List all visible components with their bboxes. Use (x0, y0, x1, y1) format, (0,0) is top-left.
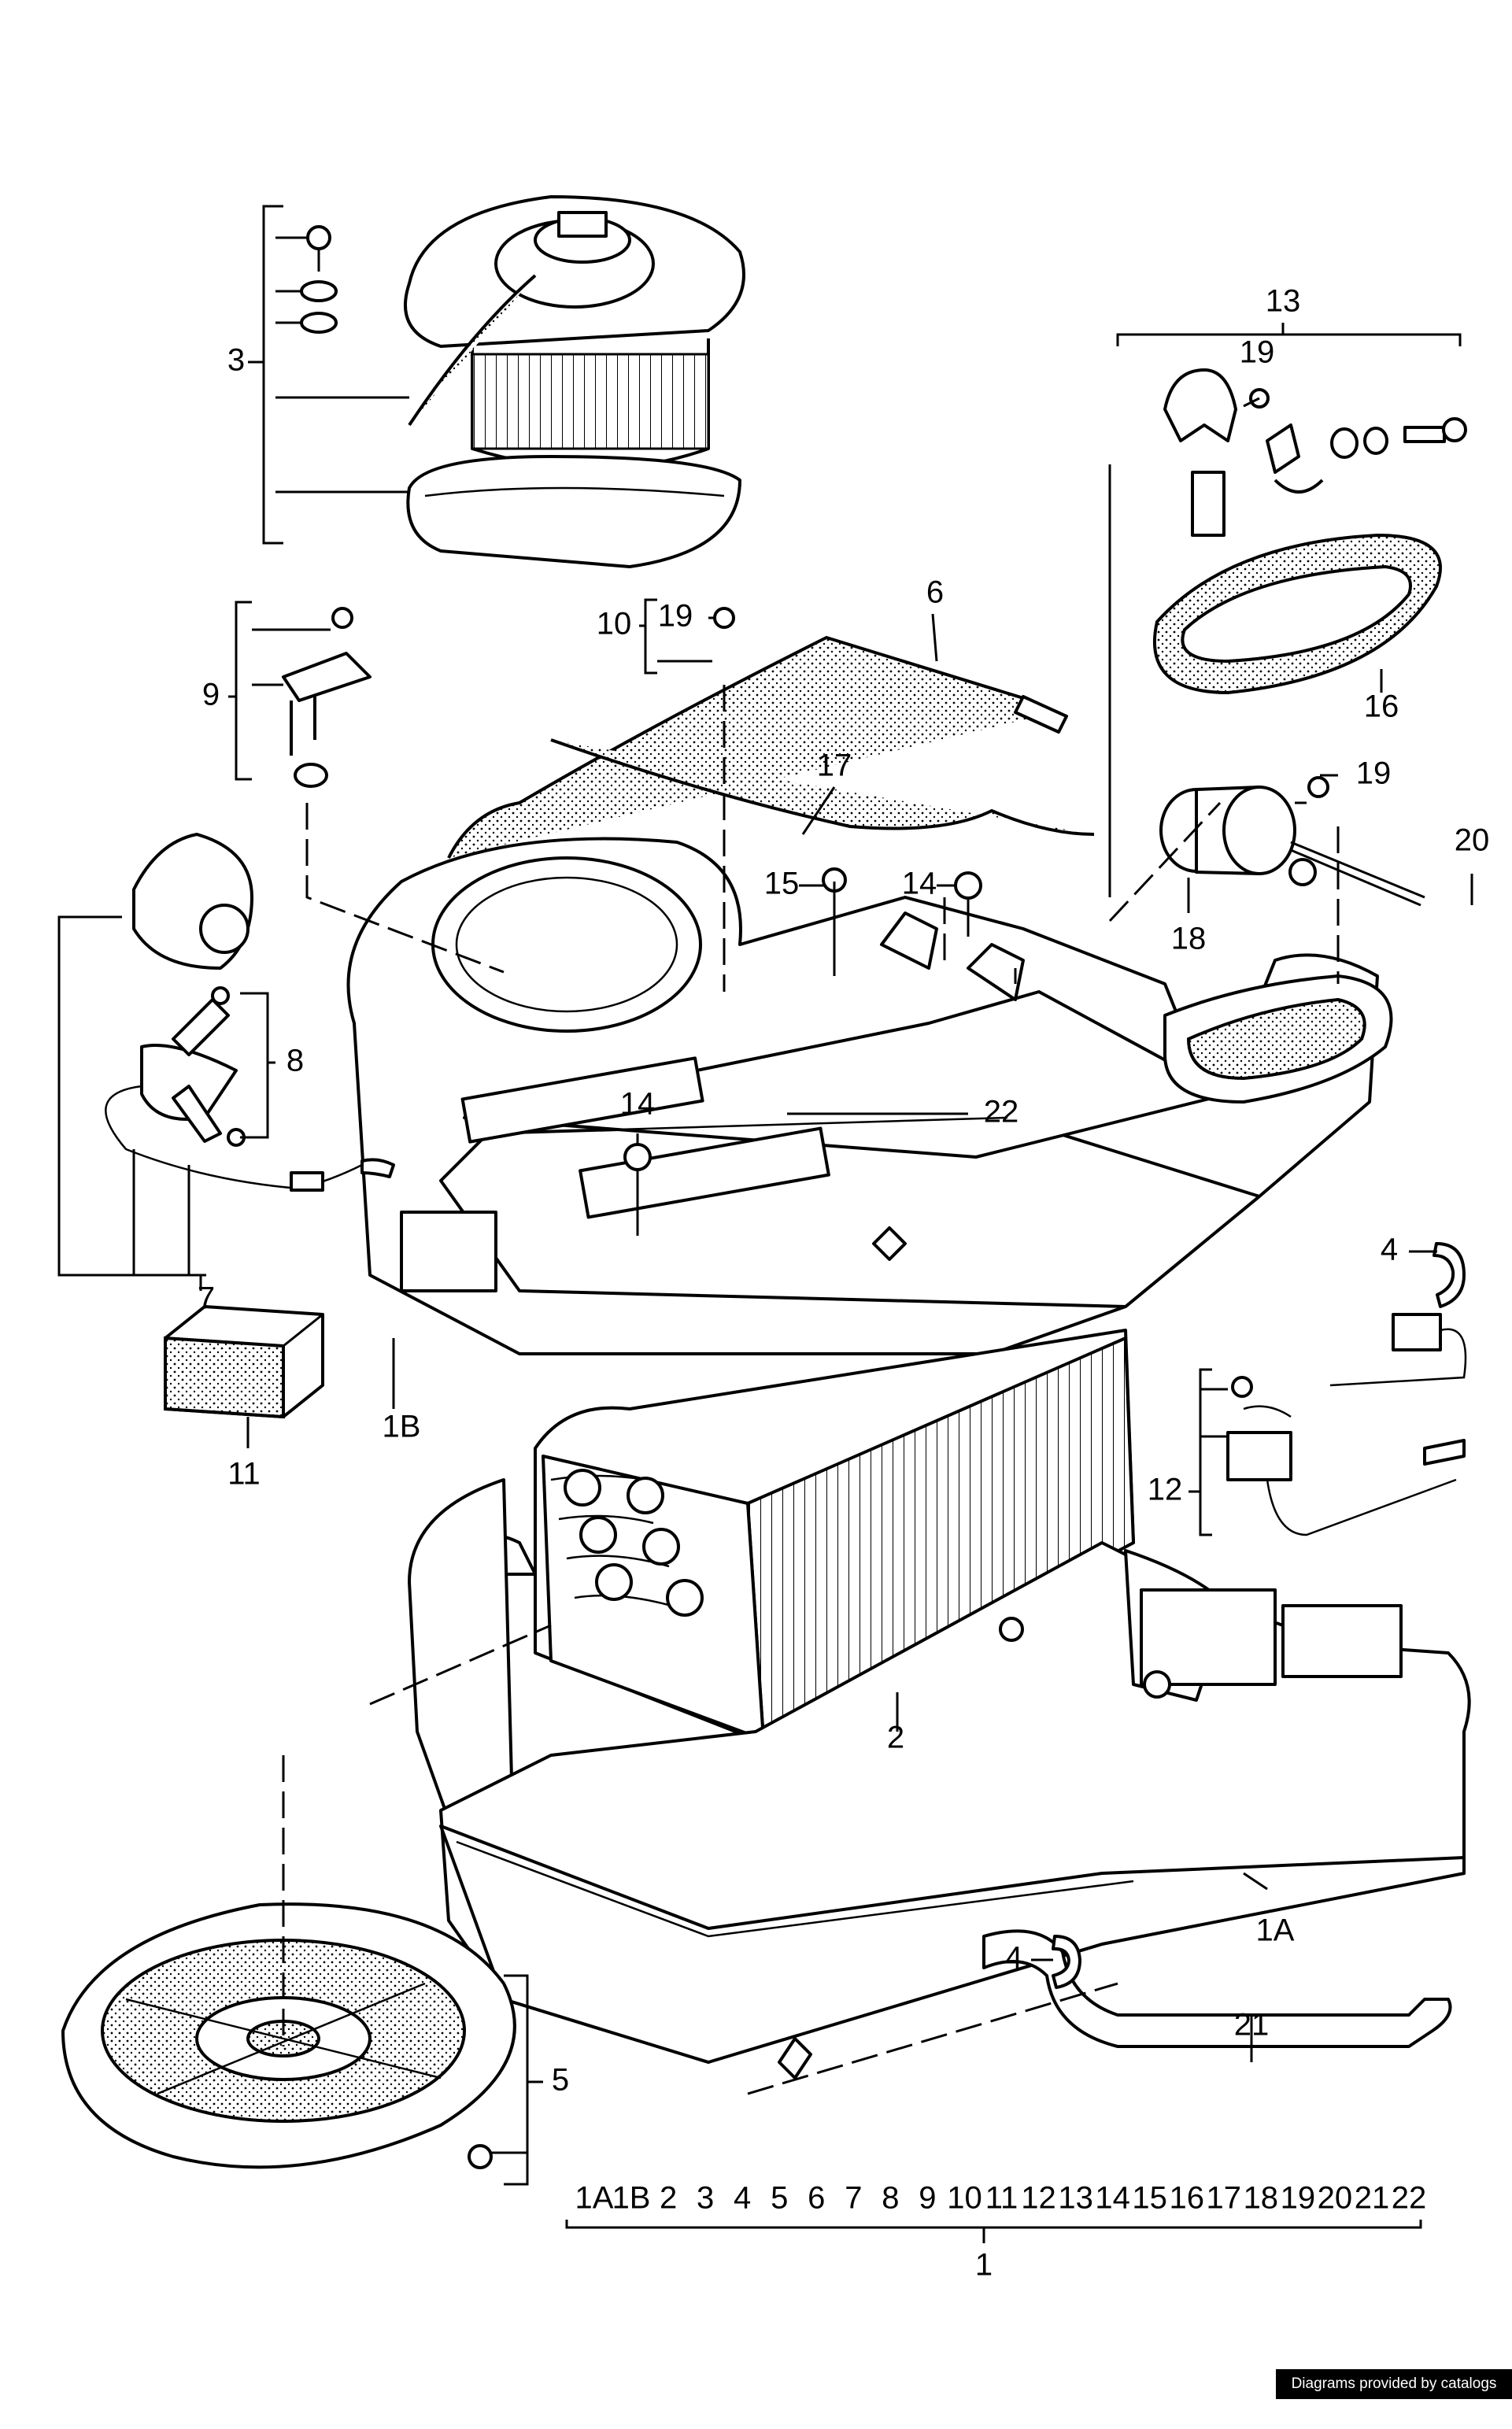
callout-14-lower: 14 (620, 1087, 656, 1122)
hose-clamp-13 (1163, 368, 1467, 537)
callout-15: 15 (764, 867, 800, 901)
callout-14-top: 14 (902, 867, 937, 901)
assembly-index-item: 3 (697, 2181, 714, 2216)
motor-fasteners (300, 225, 338, 334)
blower-motor (404, 195, 745, 568)
kit-13-bracket (1108, 323, 1462, 897)
callout-19-actuator: 19 (1356, 756, 1392, 791)
callout-3-bracket (248, 205, 409, 545)
callout-13: 13 (1266, 284, 1301, 319)
callout-1A: 1A (1256, 1913, 1295, 1948)
assembly-index-item: 11 (985, 2181, 1018, 2216)
callout-labels: 3 13 19 16 6 10 19 9 17 19 20 18 15 14 1… (198, 284, 1489, 2283)
assembly-guide-lines (282, 685, 1340, 2095)
wiring-12 (1226, 1313, 1467, 1536)
callout-6: 6 (926, 575, 944, 610)
callout-5-bracket (468, 1974, 543, 2186)
callout-22: 22 (984, 1095, 1019, 1129)
callout-11: 11 (227, 1457, 261, 1492)
callout-19-top: 19 (1240, 335, 1275, 370)
callout-1: 1 (975, 2248, 993, 2283)
assembly-index-item: 2 (660, 2181, 677, 2216)
callout-12: 12 (1148, 1473, 1183, 1507)
assembly-index-item: 7 (845, 2181, 862, 2216)
assembly-index-bracket (565, 2220, 1422, 2243)
assembly-index-item: 4 (734, 2181, 751, 2216)
callout-2: 2 (887, 1721, 904, 1755)
callout-10: 10 (597, 607, 632, 641)
assembly-index-item: 9 (919, 2181, 936, 2216)
callout-7: 7 (198, 1281, 215, 1316)
hose-17 (550, 738, 1095, 836)
callout-18: 18 (1171, 922, 1207, 956)
callout-7-bracket (57, 915, 206, 1291)
leader-lines (246, 613, 1473, 2062)
callout-3: 3 (227, 343, 245, 378)
callout-1B: 1B (383, 1410, 421, 1444)
vacuum-actuator-18 (1159, 776, 1425, 907)
assembly-index-item: 1A (575, 2181, 614, 2216)
assembly-index-item: 13 (1058, 2181, 1093, 2216)
assembly-index-item: 21 (1355, 2181, 1390, 2216)
assembly-index-item: 17 (1207, 2181, 1242, 2216)
callout-21: 21 (1234, 2008, 1270, 2043)
callout-19-cap: 19 (658, 599, 693, 634)
callout-9: 9 (202, 678, 220, 712)
credit-banner: Diagrams provided by catalogs parts (1276, 2369, 1512, 2422)
assembly-index-item: 14 (1095, 2181, 1130, 2216)
callout-12-bracket (1189, 1368, 1228, 1536)
callout-8: 8 (287, 1044, 304, 1078)
callout-10-bracket (639, 598, 735, 675)
filter-ring (1152, 533, 1442, 695)
assembly-index-item: 18 (1244, 2181, 1279, 2216)
assembly-index-item: 22 (1392, 2181, 1427, 2216)
assembly-index-item: 6 (808, 2181, 825, 2216)
assembly-index-item: 12 (1021, 2181, 1056, 2216)
callout-5: 5 (552, 2063, 569, 2098)
housing-screws (623, 867, 982, 1236)
assembly-index-item: 8 (882, 2181, 899, 2216)
assembly-index-item: 1B (612, 2181, 651, 2216)
assembly-index-item: 19 (1281, 2181, 1316, 2216)
callout-9-bracket (228, 601, 331, 781)
bracket-9-parts (282, 607, 372, 788)
callout-8-bracket (240, 992, 275, 1139)
assembly-index-item: 15 (1132, 2181, 1167, 2216)
cover-plate-5 (61, 1902, 516, 2169)
assembly-index-item: 5 (771, 2181, 788, 2216)
clip-4 (1052, 1242, 1466, 1989)
evaporator-core (463, 1329, 1136, 1743)
callout-4-upper: 4 (1381, 1233, 1398, 1267)
callout-4-lower: 4 (1005, 1941, 1022, 1976)
assembly-index-item: 20 (1318, 2181, 1353, 2216)
assembly-index-item: 16 (1169, 2181, 1204, 2216)
upper-housing (346, 837, 1393, 1355)
callout-16: 16 (1364, 690, 1399, 724)
filter-box-11 (164, 1305, 324, 1419)
assembly-index-item: 10 (947, 2181, 982, 2216)
vacuum-hose-6 (447, 635, 1068, 859)
callout-20: 20 (1455, 823, 1490, 858)
lower-housing (408, 1478, 1471, 2080)
callout-17: 17 (817, 749, 852, 783)
